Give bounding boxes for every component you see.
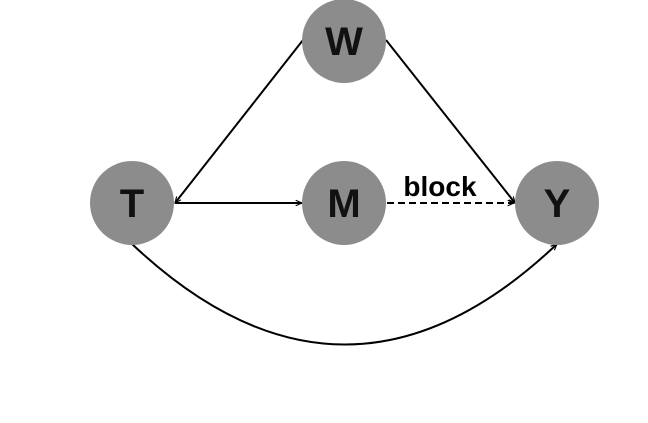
node-w-label: W (325, 20, 363, 64)
node-w-circle (302, 0, 386, 83)
node-m-label: M (327, 182, 360, 226)
block-label: block (403, 171, 477, 202)
node-m: M (302, 161, 386, 245)
edge-t-to-y-curved (131, 244, 557, 346)
node-w: W (302, 0, 386, 83)
node-t-label: T (120, 182, 144, 226)
node-y-label: Y (544, 182, 571, 226)
node-t: T (90, 161, 174, 245)
node-t-circle (90, 161, 174, 245)
node-y: Y (515, 161, 599, 245)
edge-w-to-t (175, 39, 304, 203)
node-y-circle (515, 161, 599, 245)
node-m-circle (302, 161, 386, 245)
edge-w-to-y (385, 39, 515, 203)
